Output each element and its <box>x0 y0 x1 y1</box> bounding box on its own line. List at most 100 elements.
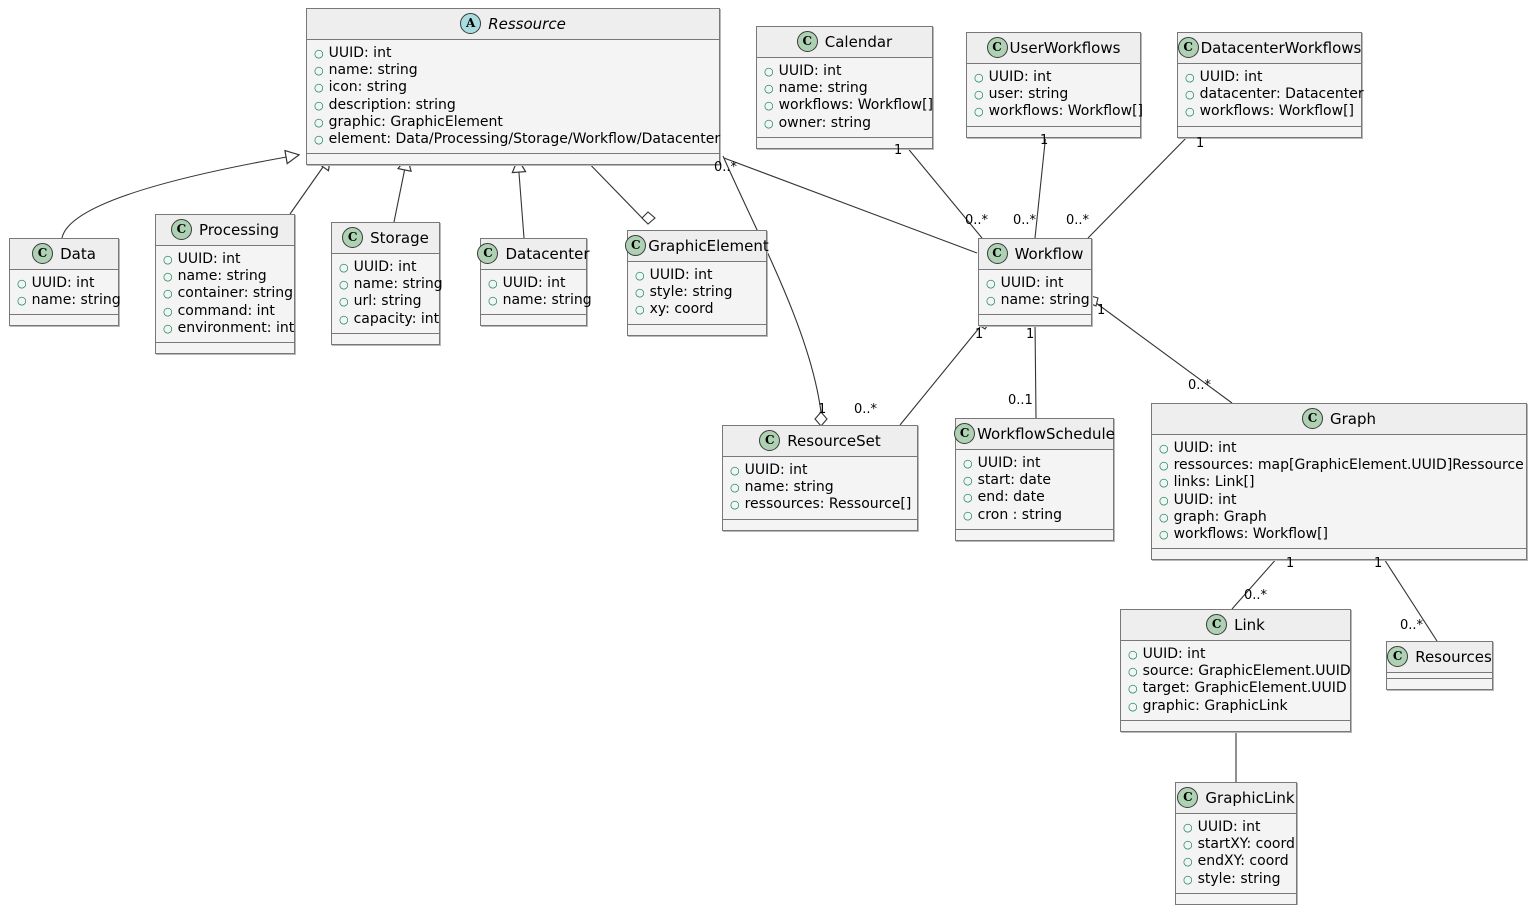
class-icon: C <box>1177 37 1199 58</box>
attribute-text: name: string <box>502 292 592 309</box>
attribute-text: endXY: coord <box>1197 853 1289 870</box>
class-icon: C <box>477 243 499 264</box>
attribute-text: UUID: int <box>1173 491 1237 508</box>
multiplicity-label: 1 <box>1374 556 1383 571</box>
visibility-public-icon: ○ <box>314 115 324 129</box>
attribute-text: ressources: map[GraphicElement.UUID]Ress… <box>1173 457 1524 474</box>
attribute-text: workflows: Workflow[] <box>1199 103 1354 120</box>
attribute-text: name: string <box>177 268 267 285</box>
multiplicity-label: 0..* <box>965 213 989 228</box>
class-name: Ressource <box>488 14 566 33</box>
attribute-text: UUID: int <box>988 69 1052 85</box>
class-attributes: ○UUID: int○name: string○container: strin… <box>156 246 294 343</box>
attribute-text: owner: string <box>778 114 871 131</box>
visibility-public-icon: ○ <box>764 82 774 96</box>
visibility-public-icon: ○ <box>163 321 173 335</box>
class-name: GraphicLink <box>1205 788 1295 807</box>
abstract-class-icon: A <box>460 13 482 34</box>
class-attribute: ○environment: int <box>163 320 294 337</box>
class-attribute: ○UUID: int <box>635 267 760 284</box>
class-attribute: ○name: string <box>488 292 592 309</box>
class-attributes: ○UUID: int○start: date○end: date○cron : … <box>956 450 1113 529</box>
class-attribute: ○ start: date <box>963 472 1107 489</box>
class-attributes: ○UUID: int○datacenter: Datacenter○workfl… <box>1178 64 1364 126</box>
class-methods-compartment <box>628 323 766 335</box>
visibility-public-icon: ○ <box>1128 648 1138 661</box>
visibility-public-icon: ○ <box>764 65 774 78</box>
multiplicity-label: 1 <box>818 402 827 417</box>
class-attribute: ○ressources: map[GraphicElement.UUID]Res… <box>1159 457 1524 474</box>
visibility-public-icon: ○ <box>974 71 984 84</box>
class-methods-compartment <box>1178 125 1361 137</box>
attribute-text: name: string <box>328 62 418 79</box>
class-attributes: ○UUID: int○name: string <box>481 270 592 315</box>
visibility-public-icon: ○ <box>963 474 973 488</box>
visibility-public-icon: ○ <box>163 253 173 266</box>
visibility-public-icon: ○ <box>163 270 173 284</box>
class-attribute: ○name: string <box>339 276 443 293</box>
visibility-public-icon: ○ <box>339 312 349 326</box>
attribute-text: UUID: int <box>502 275 566 291</box>
visibility-public-icon: ○ <box>1185 88 1195 102</box>
attribute-text: style: string <box>1197 870 1281 887</box>
attribute-text: UUID: int <box>1142 646 1206 662</box>
class-name: GraphicElement <box>648 236 769 255</box>
class-attributes: ○UUID: int○ressources: map[GraphicElemen… <box>1152 435 1526 549</box>
class-methods-compartment <box>1176 892 1296 904</box>
visibility-public-icon: ○ <box>314 98 324 112</box>
multiplicity-label: 0..* <box>1013 213 1037 228</box>
class-attribute: ○name: string <box>314 62 713 79</box>
class-attribute: ○ description: string <box>314 97 713 114</box>
class-methods-compartment <box>967 125 1140 137</box>
visibility-public-icon: ○ <box>635 269 645 282</box>
class-attribute: ○UUID: int <box>730 462 911 479</box>
visibility-public-icon: ○ <box>963 457 973 470</box>
attribute-text: datacenter: Datacenter <box>1199 86 1364 103</box>
class-icon: C <box>986 37 1008 58</box>
attribute-text: description: string <box>328 96 456 113</box>
visibility-public-icon: ○ <box>314 47 324 60</box>
attribute-text: name: string <box>778 80 868 97</box>
class-name: Graph <box>1329 409 1376 428</box>
attribute-text: startXY: coord <box>1197 836 1295 853</box>
class-attribute: ○UUID: int <box>963 455 1107 472</box>
class-attribute: ○name: string <box>730 479 911 496</box>
attribute-text: start: date <box>977 472 1051 489</box>
class-attribute: ○style: string <box>635 284 760 301</box>
class-attribute: ○user: string <box>974 86 1134 103</box>
attribute-text: element: Data/Processing/Storage/Workflo… <box>328 131 721 148</box>
class-name: Calendar <box>824 32 893 51</box>
class-attribute: ○element: Data/Processing/Storage/Workfl… <box>314 131 720 148</box>
class-methods-compartment <box>723 518 917 530</box>
visibility-public-icon: ○ <box>314 81 324 95</box>
class-attribute: ○command: int <box>163 303 288 320</box>
class-attributes: ○UUID: int○source: GraphicElement.UUID○t… <box>1121 641 1351 720</box>
class-attribute: ○workflows: Workflow[] <box>1185 103 1355 120</box>
visibility-public-icon: ○ <box>1159 528 1169 542</box>
class-attributes: ○UUID: int○user: string○workflows: Workf… <box>967 64 1143 126</box>
class-attribute: ○UUID: int <box>1159 492 1520 509</box>
class-attributes: ○UUID: int○startXY: coord○endXY: coord○s… <box>1176 814 1296 893</box>
attribute-text: end: date <box>977 489 1045 506</box>
